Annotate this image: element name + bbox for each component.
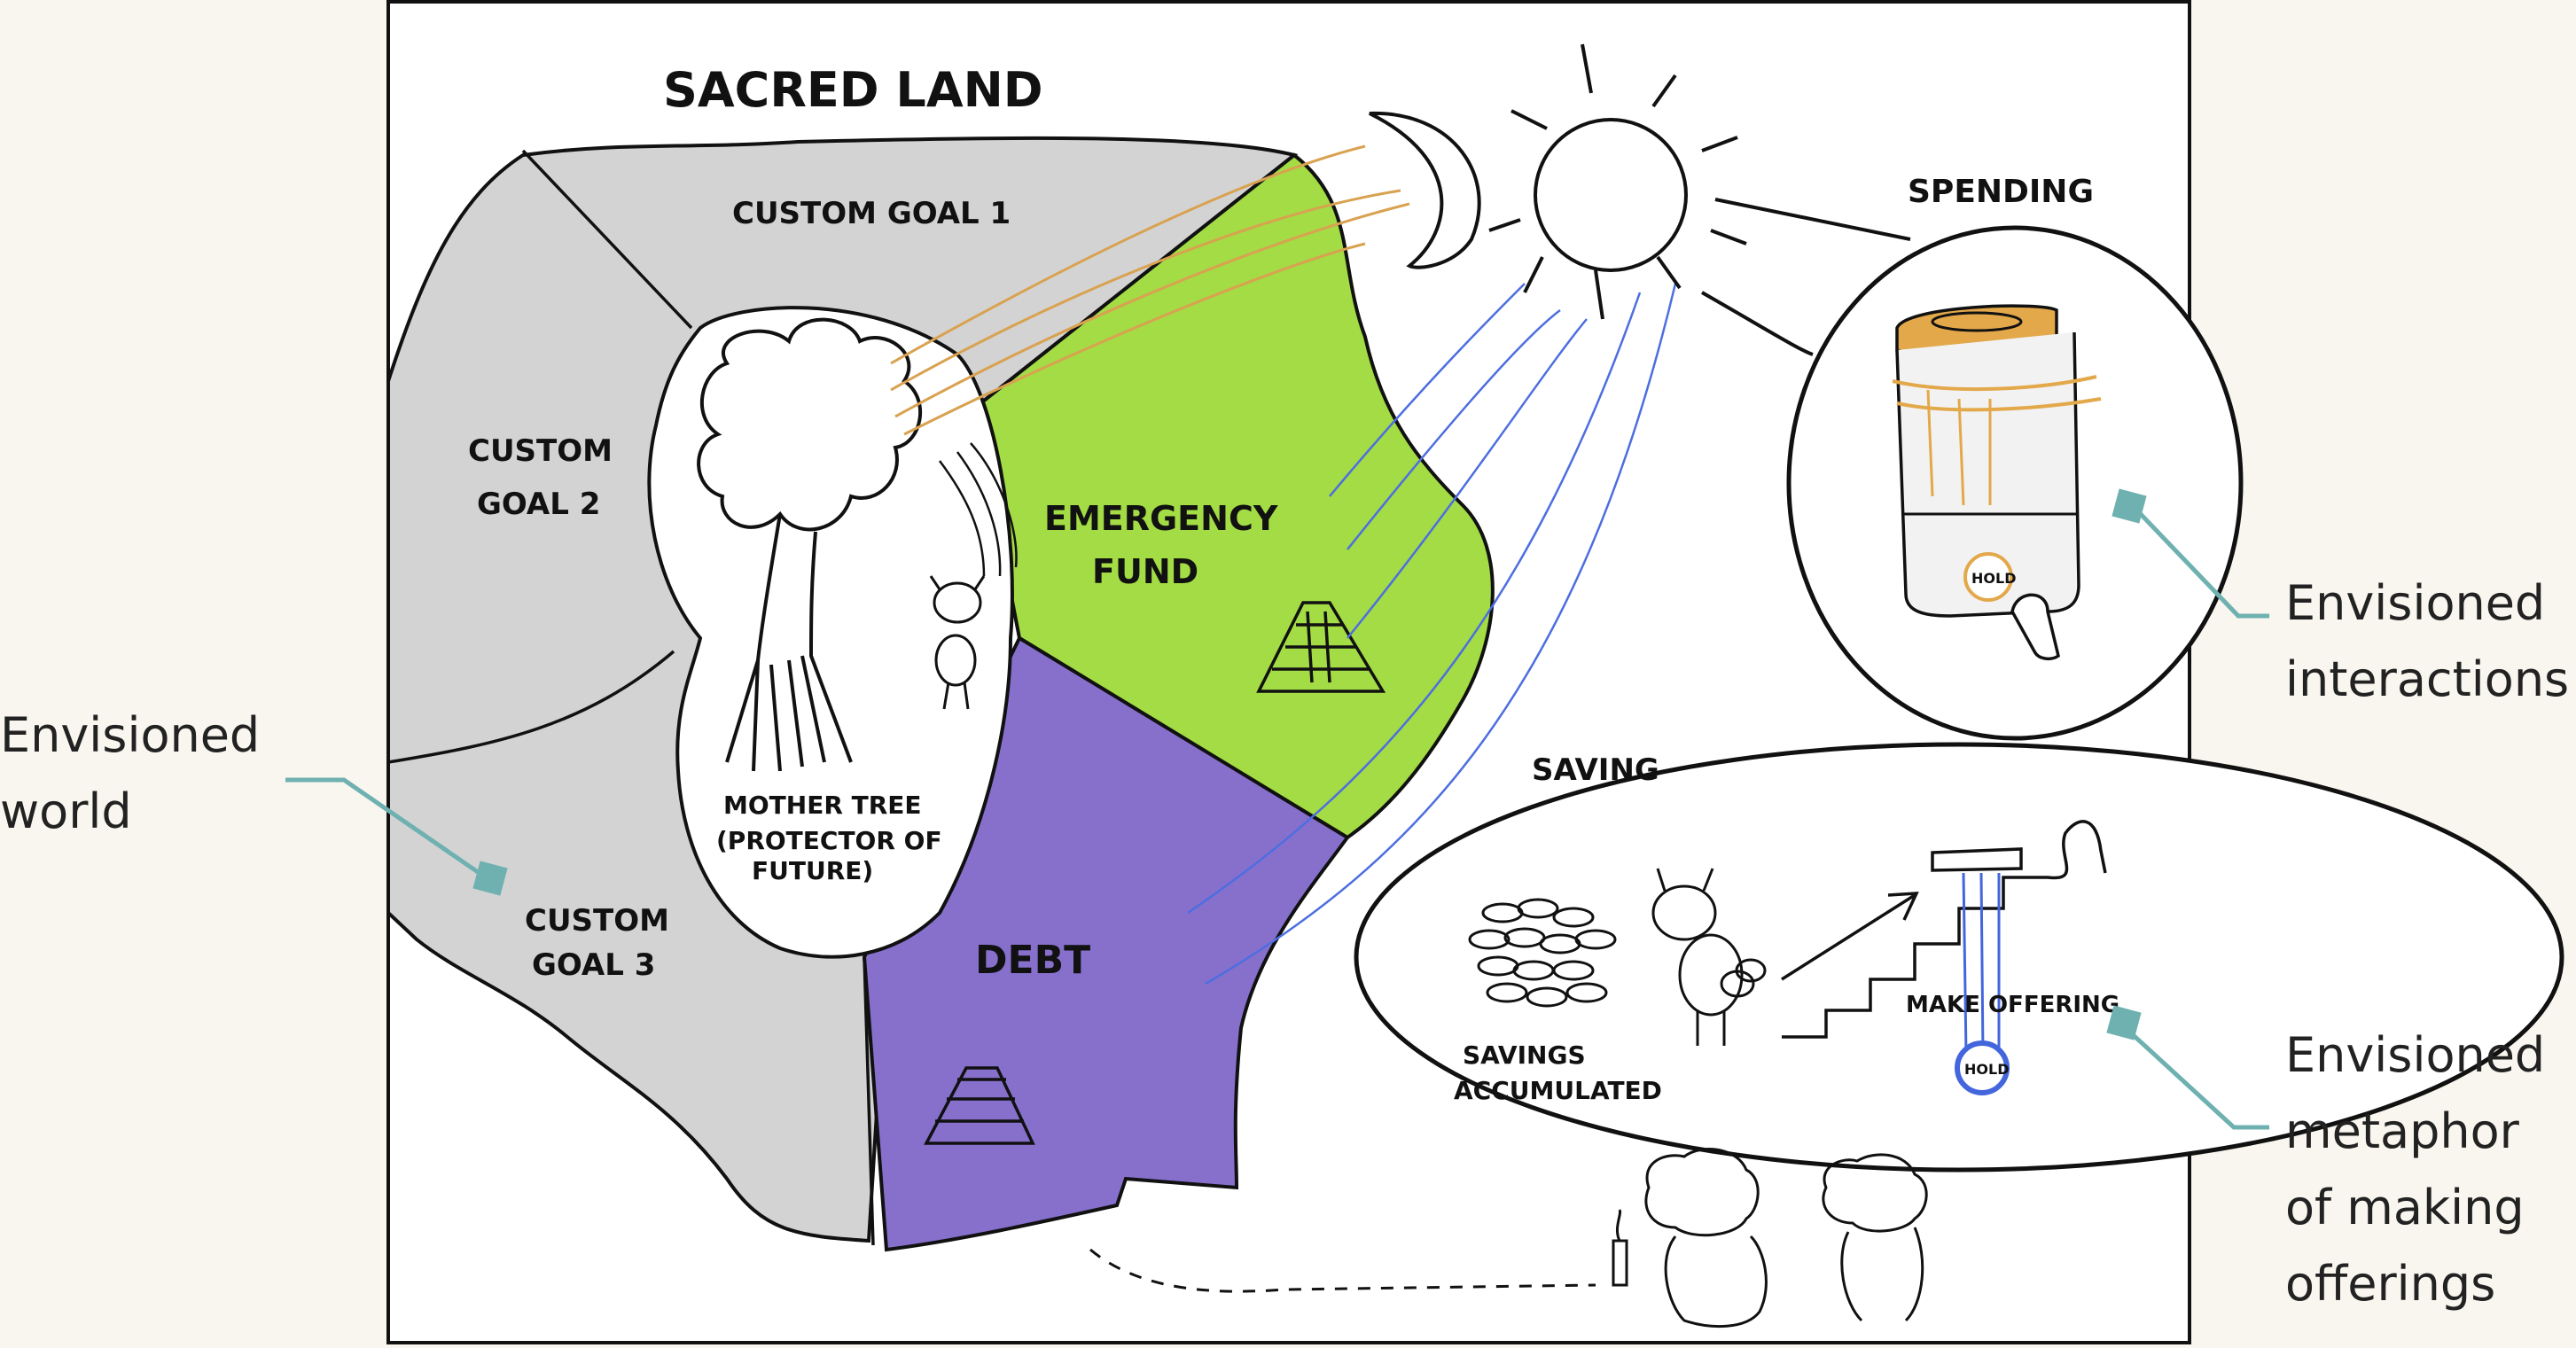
callout-line: metaphor <box>2285 1103 2519 1159</box>
goat-icon <box>929 575 986 710</box>
sacred-land-title: SACRED LAND <box>663 62 1043 118</box>
divider-line <box>521 149 693 330</box>
savings-accumulated-label: SAVINGS <box>1463 1040 1586 1070</box>
callout-connector-interactions <box>2112 488 2269 619</box>
piggy-bank-icon: HOLD <box>1892 304 2102 661</box>
callout-envisioned-metaphor: Envisioned metaphor of making offerings <box>2285 1017 2545 1322</box>
savings-pile-icon <box>1468 898 1617 1008</box>
sheep-icon <box>1822 1153 1928 1322</box>
mother-tree-label: FUTURE) <box>752 856 873 885</box>
callout-line: Envisioned <box>0 707 261 763</box>
callout-line: of making <box>2285 1180 2525 1235</box>
callout-envisioned-interactions: Envisioned interactions <box>2285 565 2569 718</box>
pyramid-icon <box>1256 601 1386 693</box>
emergency-fund-label: EMERGENCY <box>1044 499 1278 538</box>
callout-connector-metaphor <box>2106 1005 2269 1130</box>
callout-line: world <box>0 783 132 839</box>
make-offering-label: MAKE OFFERING <box>1906 992 2119 1018</box>
emergency-fund-label: FUND <box>1092 552 1198 591</box>
mother-tree-label: (PROTECTOR OF <box>716 826 942 855</box>
callout-envisioned-world: Envisioned world <box>0 697 260 850</box>
custom-goal-2-label: CUSTOM <box>468 433 613 469</box>
debt-label: DEBT <box>975 938 1090 983</box>
wind-lines <box>938 442 1018 577</box>
stairs-icon <box>1782 820 2107 1039</box>
savings-accumulated-label: ACCUMULATED <box>1454 1076 1662 1105</box>
connector-line <box>1701 198 1911 356</box>
region-emergency-fund <box>972 152 1495 840</box>
callout-line: offerings <box>2285 1256 2496 1312</box>
callout-line: Envisioned <box>2285 575 2546 631</box>
sun-icon <box>1488 43 1747 320</box>
divider-line <box>387 650 675 764</box>
saving-bubble <box>1354 742 2564 1173</box>
custom-goal-3-label: CUSTOM <box>525 903 669 939</box>
moon-icon <box>1369 111 1481 269</box>
saving-hold-label: HOLD <box>1964 1061 2009 1078</box>
custom-goal-2-label: GOAL 2 <box>477 487 600 522</box>
tree-icon <box>697 317 922 532</box>
dashed-path <box>1089 1248 1596 1293</box>
callout-line: interactions <box>2285 651 2570 707</box>
candle-icon <box>1612 1209 1628 1287</box>
altar-icon: HOLD <box>1931 847 2023 1095</box>
spending-hold-label: HOLD <box>1971 570 2016 587</box>
orange-rays <box>890 144 1410 436</box>
tree-trunk <box>725 513 853 772</box>
pyramid-icon <box>924 1066 1035 1145</box>
custom-goal-3-label: GOAL 3 <box>532 947 655 983</box>
sheep-icon <box>1644 1148 1768 1329</box>
divider-line <box>863 956 875 1246</box>
spending-title: SPENDING <box>1908 174 2094 210</box>
saving-title: SAVING <box>1532 752 1659 788</box>
callout-line: Envisioned <box>2285 1027 2546 1083</box>
mother-tree-area <box>647 306 1014 959</box>
blue-rays <box>1187 283 1677 986</box>
goat-icon <box>1651 868 1767 1046</box>
callout-connector-world <box>285 777 508 896</box>
mother-tree-label: MOTHER TREE <box>723 791 922 820</box>
arrow-icon <box>1781 892 1919 981</box>
custom-goal-1-label: CUSTOM GOAL 1 <box>732 196 1011 231</box>
